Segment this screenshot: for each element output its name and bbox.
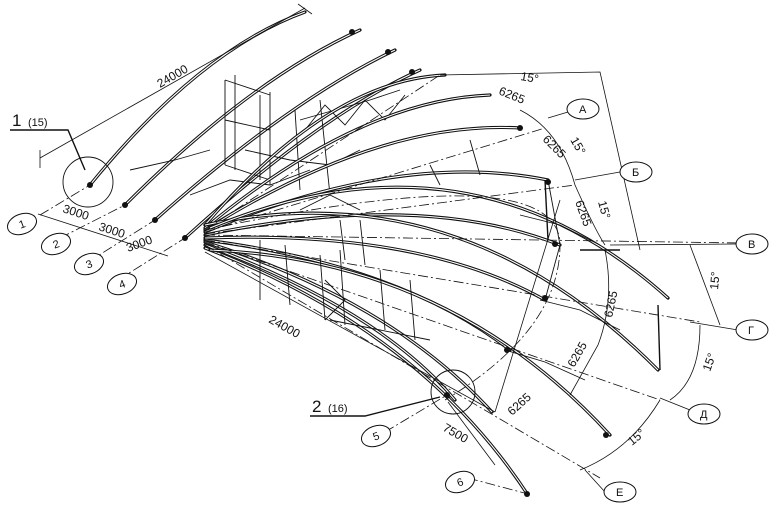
axis-4-bubble: 4 [106, 272, 138, 296]
dim-arc-4: 6265 [601, 289, 620, 318]
axis-b-bubble: Б [619, 161, 653, 183]
dim-arc-1: 6265 [497, 84, 527, 107]
axis-4-label: 4 [117, 278, 127, 291]
dim-angle-2: 15° [567, 135, 588, 158]
axis-d-label: Д [700, 409, 708, 421]
dim-arc-3: 6265 [572, 198, 594, 228]
axis-2-label: 2 [51, 238, 61, 251]
straight-section-bracing [129, 75, 406, 196]
axis-d-bubble: Д [687, 403, 721, 425]
dim-end-span: 7500 [441, 420, 471, 446]
callout-1: 1 (15) [10, 111, 86, 171]
front-straight-trusses [203, 185, 670, 437]
axis-b-label: Б [632, 167, 639, 179]
axis-6-label: 6 [455, 476, 465, 489]
dim-angle-6: 15° [625, 426, 648, 449]
callout-2-sub: (16) [328, 403, 348, 415]
dim-spacing-1: 3000 [61, 202, 91, 224]
callout-1-sub: (15) [28, 117, 48, 129]
axis-bubbles-numeric: 1 2 3 4 5 6 [6, 212, 476, 494]
axis-v-bubble: В [735, 233, 769, 255]
callout-1-number: 1 [12, 111, 21, 130]
axis-6-bubble: 6 [444, 470, 476, 494]
axis-lines [39, 74, 741, 495]
axis-2-bubble: 2 [40, 232, 72, 256]
axis-v-label: В [748, 239, 755, 251]
axis-a-label: А [579, 104, 587, 116]
dim-angle-3: 15° [595, 199, 613, 220]
axis-5-bubble: 5 [360, 424, 392, 448]
dim-arc-5: 6265 [564, 339, 590, 369]
axis-a-bubble: А [566, 98, 600, 120]
detail-circle-1 [62, 156, 114, 208]
dim-angle-5: 15° [700, 351, 719, 373]
dim-length-bottom: 24000 [267, 312, 303, 341]
axis-5-label: 5 [371, 430, 381, 443]
callout-2-number: 2 [312, 397, 321, 416]
callout-2: 2 (16) [310, 396, 441, 417]
radial-section-bracing [259, 139, 661, 381]
dim-angle-4: 15° [707, 271, 723, 290]
axis-1-bubble: 1 [6, 212, 38, 236]
dim-arc-6: 6265 [505, 390, 534, 418]
radial-section-ribs [203, 73, 562, 497]
axis-1-label: 1 [17, 218, 27, 231]
axis-g-bubble: Г [735, 319, 769, 341]
axis-3-bubble: 3 [73, 252, 105, 276]
axis-e-bubble: Е [603, 481, 637, 503]
dimension-texts: 24000 24000 3000 3000 3000 6265 6265 626… [61, 62, 723, 449]
dim-angle-1: 15° [519, 69, 540, 86]
axis-e-label: Е [616, 487, 623, 499]
truss-nodes [87, 29, 609, 497]
axis-bubbles-letter: А Б В Г Д Е [547, 98, 769, 503]
axis-3-label: 3 [84, 258, 94, 271]
detail-circle-2 [430, 369, 476, 415]
dimension-lines [37, 3, 721, 471]
dim-spacing-3: 3000 [124, 232, 154, 254]
axis-g-label: Г [748, 325, 754, 337]
